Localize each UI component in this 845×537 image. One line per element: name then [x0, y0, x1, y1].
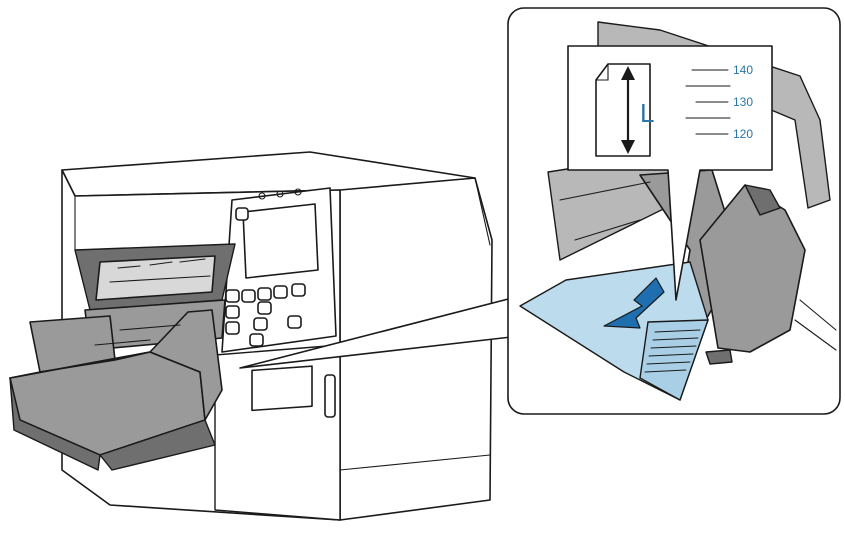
printer	[9, 151, 493, 521]
paper-sheet	[519, 261, 709, 401]
length-label: L	[640, 98, 654, 128]
insert-arrow-icon	[603, 277, 665, 329]
lcd-screen	[242, 203, 319, 279]
output-tray	[9, 299, 226, 471]
paper-icon	[595, 63, 651, 157]
indicator-light	[294, 188, 302, 196]
feed-guides	[95, 255, 216, 301]
scale-mark-120: 120	[733, 127, 753, 141]
scale-mark-140: 140	[733, 63, 753, 77]
scale-mark-130: 130	[733, 95, 753, 109]
scale-lines	[685, 69, 731, 135]
indicator-light	[276, 190, 284, 198]
side-latch	[324, 374, 336, 418]
indicator-light	[258, 192, 266, 200]
zoom-callout: L 140 130 120	[507, 7, 841, 415]
side-vent	[251, 365, 313, 412]
length-arrow-icon	[621, 66, 635, 154]
length-scale-inset: L 140 130 120	[567, 45, 773, 301]
panel-buttons	[225, 207, 306, 347]
